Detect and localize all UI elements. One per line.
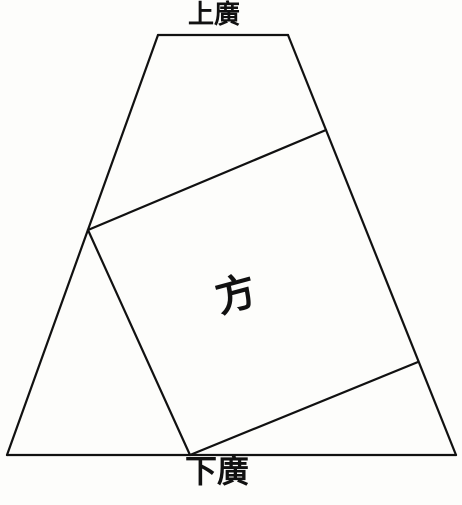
square-top-edge xyxy=(86,128,328,232)
square-left-edge xyxy=(86,228,192,457)
label-lower-width: 下廣 xyxy=(185,452,250,490)
square-bottom-edge xyxy=(188,360,420,457)
label-upper-width: 上廣 xyxy=(188,0,241,30)
trapezoid-right-edge xyxy=(286,33,458,457)
trapezoid-left-edge xyxy=(5,33,160,457)
